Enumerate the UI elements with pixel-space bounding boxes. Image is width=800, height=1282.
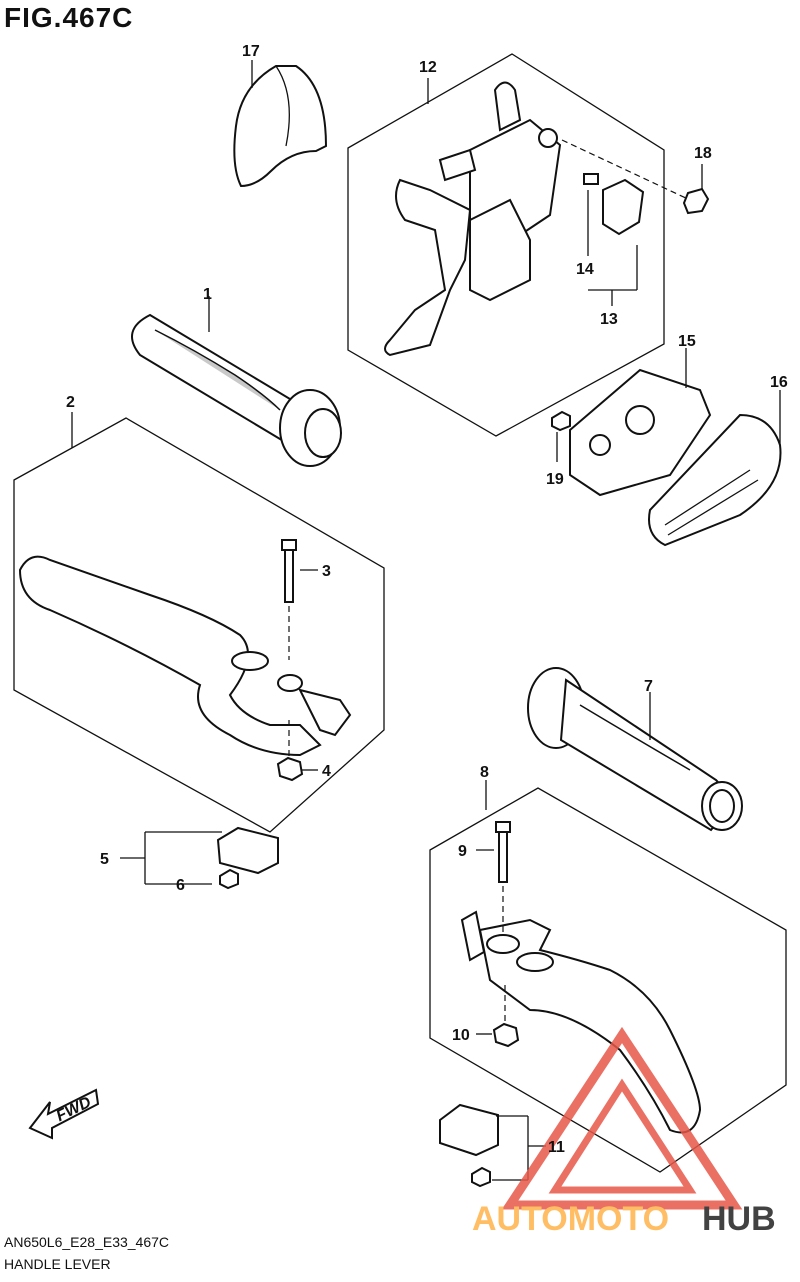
watermark-logo: AUTOMOTO HUB (472, 1026, 776, 1238)
screw-19[interactable] (551, 410, 571, 432)
brake-lever-2[interactable] (18, 555, 352, 757)
assembly-frame-12 (347, 53, 665, 437)
cover-17[interactable] (233, 65, 328, 188)
callout-4: 4 (322, 763, 331, 780)
callout-16: 16 (770, 374, 788, 391)
callout-7: 7 (644, 678, 653, 695)
switch-lever-assembly-12[interactable] (384, 81, 562, 357)
assembly-frame-2 (13, 417, 385, 833)
switch-11[interactable] (439, 1103, 499, 1157)
grip-7[interactable] (527, 667, 743, 832)
screw-6[interactable] (219, 868, 239, 890)
callout-5: 5 (100, 851, 109, 868)
fwd-label: FWD (54, 1094, 95, 1125)
callout-14: 14 (576, 261, 594, 278)
callout-15: 15 (678, 333, 696, 350)
nut-10[interactable] (492, 1022, 520, 1048)
callout-3: 3 (322, 563, 331, 580)
clutch-lever-8[interactable] (460, 910, 702, 1134)
figure-code: AN650L6_E28_E33_467C (4, 1234, 170, 1250)
assembly-frame-8 (429, 787, 787, 1173)
bolt-3[interactable] (281, 539, 297, 603)
callout-9: 9 (458, 843, 467, 860)
callout-13: 13 (600, 311, 618, 328)
callout-1: 1 (203, 286, 212, 303)
callout-10: 10 (452, 1027, 470, 1044)
watermark-text-hub: HUB (702, 1200, 776, 1238)
callout-11: 11 (548, 1139, 565, 1156)
callout-12: 12 (419, 59, 437, 76)
callout-6: 6 (176, 877, 185, 894)
cover-16[interactable] (648, 413, 782, 547)
callout-8: 8 (480, 764, 489, 781)
fwd-arrow-icon: FWD (28, 1088, 100, 1140)
guard-15[interactable] (569, 368, 712, 497)
callout-19: 19 (546, 471, 564, 488)
grip-1[interactable] (131, 313, 342, 467)
callout-17: 17 (242, 43, 260, 60)
bolt-9[interactable] (495, 821, 511, 883)
switch-5[interactable] (216, 826, 279, 875)
nut-4[interactable] (276, 756, 304, 782)
watermark-text-auto: AUTOMOTO (472, 1200, 669, 1238)
callout-18: 18 (694, 145, 712, 162)
callout-2: 2 (66, 394, 75, 411)
switch-13[interactable] (583, 173, 645, 236)
figure-title: FIG.467C (4, 2, 134, 33)
figure-name: HANDLE LEVER (4, 1256, 111, 1272)
screw-11[interactable] (471, 1166, 491, 1188)
